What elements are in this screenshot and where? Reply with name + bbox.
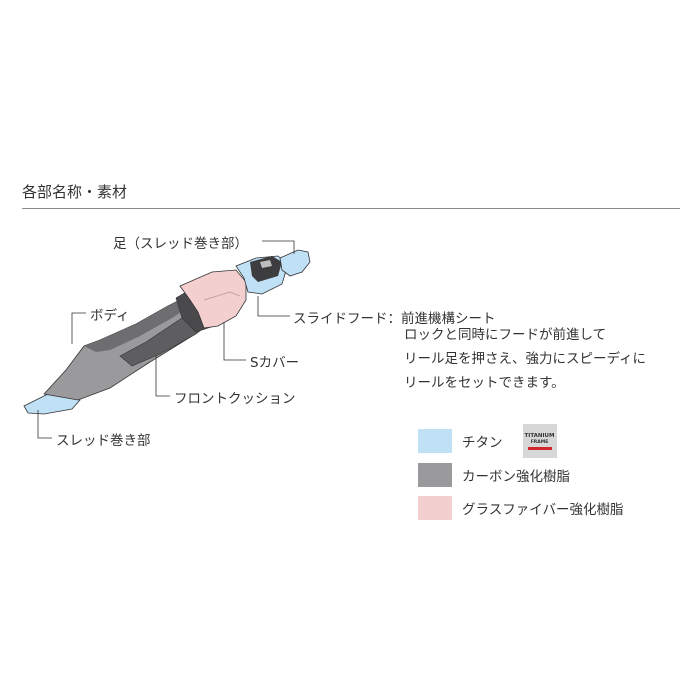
- leader-foot: [262, 240, 295, 254]
- label-thread-wrap: スレッド巻き部: [56, 433, 151, 449]
- label-body: ボディ: [90, 308, 130, 324]
- s-cover-shape: [179, 269, 247, 329]
- legend-label: グラスファイバー強化樹脂: [462, 502, 624, 518]
- s-cover-bevel: [203, 291, 241, 301]
- leader-thread-wrap: [37, 410, 52, 439]
- legend-swatch-glass: [418, 496, 452, 520]
- body-dark-band: [84, 292, 204, 352]
- description-line: リールをセットできます。: [404, 375, 565, 391]
- description-line: リール足を押さえ、強力にスピーディに: [404, 351, 647, 367]
- legend-item-carbon: カーボン強化樹脂: [418, 460, 570, 490]
- hood-insert: [250, 256, 282, 282]
- legend-swatch-carbon: [418, 463, 452, 487]
- description-line: ロックと同時にフードが前進して: [404, 327, 607, 343]
- feature-description: ロックと同時にフードが前進して リール足を押さえ、強力にスピーディに リールをセ…: [404, 323, 646, 395]
- leader-front-cushion: [155, 356, 170, 397]
- legend-item-titanium: チタン TITANIUM FRAME: [418, 424, 557, 458]
- section-title: 各部名称・素材: [22, 183, 128, 201]
- hood-slot: [260, 260, 272, 268]
- leader-slide-hood: [257, 296, 290, 317]
- leader-body: [71, 312, 86, 344]
- titanium-frame-badge: TITANIUM FRAME: [522, 424, 557, 458]
- leader-s-cover: [223, 322, 246, 361]
- legend-swatch-titanium: [418, 429, 452, 453]
- badge-line2: FRAME: [530, 439, 549, 445]
- title-divider: [22, 208, 680, 209]
- legend-item-glass: グラスファイバー強化樹脂: [418, 493, 623, 523]
- legend-label: チタン: [462, 435, 503, 451]
- label-front-cushion: フロントクッション: [174, 391, 296, 407]
- legend-label: カーボン強化樹脂: [462, 469, 570, 485]
- label-s-cover: Sカバー: [250, 355, 300, 371]
- front-titanium-foot: [279, 249, 311, 277]
- badge-line1: TITANIUM: [524, 432, 555, 439]
- label-foot: 足（スレッド巻き部）: [113, 236, 248, 252]
- label-slide-hood: スライドフード：前進機構シート: [293, 311, 496, 327]
- badge-red-bar: [527, 446, 552, 450]
